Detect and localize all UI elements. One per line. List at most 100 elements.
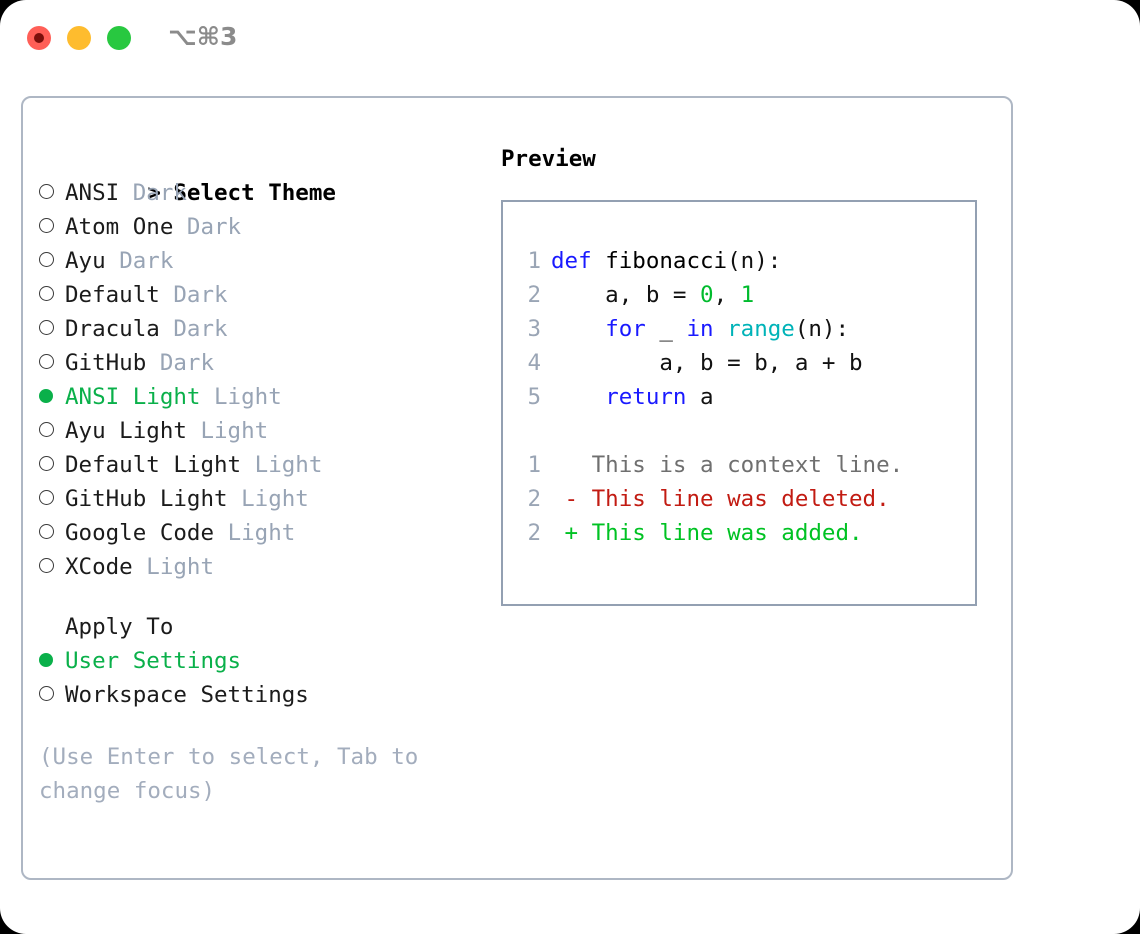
theme-name-label: Atom One xyxy=(65,214,174,240)
theme-name-label: Dracula xyxy=(65,316,160,342)
theme-name-label: Ayu Light xyxy=(65,418,187,444)
code-line: 4 a, b = b, a + b xyxy=(519,346,903,380)
theme-kind-label: Light xyxy=(214,384,282,410)
radio-unselected-icon xyxy=(39,312,65,346)
theme-kind-label: Light xyxy=(146,554,215,580)
code-line-number: 1 xyxy=(527,248,541,274)
radio-unselected-icon xyxy=(39,678,65,712)
theme-name-label: XCode xyxy=(65,554,133,580)
theme-name-label: ANSI Light xyxy=(65,384,201,410)
apply-to-option[interactable]: Workspace Settings xyxy=(39,678,491,712)
selection-arrow-icon: > xyxy=(147,180,161,206)
radio-unselected-icon xyxy=(39,414,65,448)
diff-line: 1 This is a context line. xyxy=(519,448,903,482)
theme-list-item[interactable]: GitHub Light Light xyxy=(39,482,491,516)
theme-list-item[interactable]: Ayu Dark xyxy=(39,244,491,278)
radio-unselected-icon xyxy=(39,516,65,550)
bullet-shape xyxy=(39,558,54,573)
radio-unselected-icon xyxy=(39,278,65,312)
bullet-shape xyxy=(39,653,53,667)
radio-unselected-icon xyxy=(39,346,65,380)
keyboard-shortcut-label: ⌥⌘3 xyxy=(168,22,238,51)
theme-list-item[interactable]: Ayu Light Light xyxy=(39,414,491,448)
code-token xyxy=(592,248,606,274)
theme-list-item[interactable]: XCode Light xyxy=(39,550,491,584)
code-token: in xyxy=(686,316,714,342)
code-line-number: 3 xyxy=(527,316,541,342)
bullet-shape xyxy=(39,218,54,233)
theme-kind-label: Dark xyxy=(119,248,174,274)
apply-to-option[interactable]: User Settings xyxy=(39,644,491,678)
minimize-window-button[interactable] xyxy=(67,26,91,50)
diff-line: 2 + This line was added. xyxy=(519,516,903,550)
diff-line-number: 1 xyxy=(527,452,541,478)
bullet-shape xyxy=(39,456,54,471)
select-theme-heading: > Select Theme xyxy=(39,142,491,206)
radio-unselected-icon xyxy=(39,244,65,278)
theme-name-label: ANSI xyxy=(65,180,120,206)
bullet-shape xyxy=(39,320,54,335)
code-token: range xyxy=(727,316,795,342)
theme-list-item[interactable]: ANSI Dark xyxy=(39,176,491,210)
radio-unselected-icon xyxy=(39,448,65,482)
preview-heading: Preview xyxy=(501,146,596,172)
theme-list-item[interactable]: ANSI Light Light xyxy=(39,380,491,414)
diff-line-number: 2 xyxy=(527,520,541,546)
code-line-number: 5 xyxy=(527,384,541,410)
code-token: def xyxy=(551,248,592,274)
code-token: a xyxy=(686,384,714,410)
theme-kind-label: Dark xyxy=(173,282,228,308)
select-theme-heading-label: Select Theme xyxy=(173,180,336,206)
theme-name-label: Default Light xyxy=(65,452,242,478)
code-line: 2 a, b = 0, 1 xyxy=(519,278,903,312)
code-token: return xyxy=(605,384,687,410)
apply-to-heading: Apply To xyxy=(65,614,174,640)
code-token xyxy=(551,384,605,410)
code-token xyxy=(714,316,728,342)
diff-line-text: - This line was deleted. xyxy=(551,486,890,512)
close-window-button[interactable] xyxy=(27,26,51,50)
code-token: (n): xyxy=(794,316,850,342)
code-token: 0 xyxy=(700,282,714,308)
theme-kind-label: Light xyxy=(254,452,323,478)
diff-line-number: 2 xyxy=(527,486,541,512)
radio-unselected-icon xyxy=(39,210,65,244)
radio-unselected-icon xyxy=(39,482,65,516)
code-line-number: 2 xyxy=(527,282,541,308)
keyboard-hint-text: (Use Enter to select, Tab to change focu… xyxy=(39,744,419,804)
diff-line: 2 - This line was deleted. xyxy=(519,482,903,516)
theme-list-item[interactable]: Default Light Light xyxy=(39,448,491,482)
theme-list-item[interactable]: GitHub Dark xyxy=(39,346,491,380)
theme-list-item[interactable]: Atom One Dark xyxy=(39,210,491,244)
code-line: 3 for _ in range(n): xyxy=(519,312,903,346)
code-token: , xyxy=(713,282,741,308)
code-line: 5 return a xyxy=(519,380,903,414)
maximize-window-button[interactable] xyxy=(107,26,131,50)
code-token: a, b = b, a + b xyxy=(551,350,863,376)
code-token: a, b = xyxy=(551,282,701,308)
bullet-shape xyxy=(39,252,54,267)
code-token: for xyxy=(605,316,646,342)
code-token xyxy=(551,316,605,342)
theme-list-item[interactable]: Default Dark xyxy=(39,278,491,312)
bullet-shape xyxy=(39,354,54,369)
theme-kind-label: Dark xyxy=(132,180,187,206)
radio-unselected-icon xyxy=(39,176,65,210)
code-token: 1 xyxy=(740,282,755,308)
theme-list-item[interactable]: Dracula Dark xyxy=(39,312,491,346)
theme-kind-label: Light xyxy=(200,418,269,444)
theme-name-label: GitHub xyxy=(65,350,147,376)
preview-spacer xyxy=(519,414,903,448)
theme-list-item[interactable]: Google Code Light xyxy=(39,516,491,550)
theme-kind-label: Dark xyxy=(186,214,242,240)
bullet-shape xyxy=(39,490,54,505)
diff-line-text: This is a context line. xyxy=(551,452,904,478)
